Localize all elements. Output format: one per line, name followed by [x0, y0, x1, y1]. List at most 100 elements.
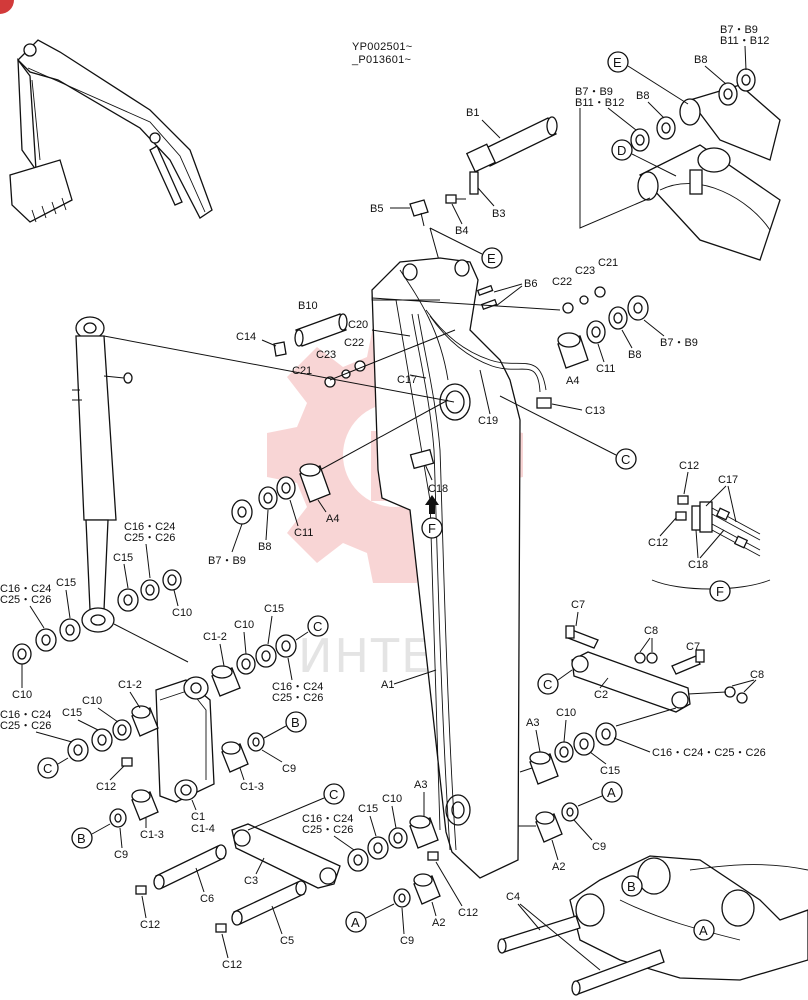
washer-c11-right [586, 320, 606, 344]
bolt-b4 [445, 194, 466, 204]
serial-number-1: YP002501~ [352, 41, 413, 53]
label-c21-left: C21 [292, 365, 312, 377]
link-c2 [571, 651, 691, 713]
callout-c-left-letter: C [43, 761, 52, 776]
label-a1: A1 [381, 679, 394, 691]
label-c17-detail: C17 [718, 474, 738, 486]
bolts-b6 [476, 284, 498, 311]
label-c9-mid: C9 [282, 763, 296, 775]
label-c23-left: C23 [316, 349, 336, 361]
label-c18-detail: C18 [688, 559, 708, 571]
label-c3: C3 [244, 875, 258, 887]
callout-c-right-letter: C [621, 452, 630, 467]
callout-c-left-top-letter: C [313, 619, 322, 634]
label-c11-left: C11 [294, 527, 313, 539]
bushing-a3-right [529, 751, 559, 785]
washer-c15-edge [59, 618, 81, 642]
label-c8-right: C8 [750, 669, 764, 681]
grease-c12-bottom [427, 851, 439, 861]
bolt-c7-mid [671, 649, 705, 675]
callout-a-bottom-left-letter: A [351, 915, 360, 930]
label-b4: B4 [455, 225, 468, 237]
label-c12-left: C12 [96, 781, 116, 793]
arrow-up-icon [425, 495, 439, 514]
label-c10-left: C10 [82, 695, 102, 707]
washer-b7-mid [630, 128, 650, 152]
callout-a-right [601, 781, 623, 803]
callout-c-left [37, 757, 59, 779]
washer-c16-right [595, 722, 617, 746]
label-c1: C1 [191, 811, 205, 823]
bolt-c7-top [565, 625, 599, 649]
callout-a-right-letter: A [607, 785, 616, 800]
boom-a1 [371, 257, 547, 879]
washer-c9-mid [247, 732, 265, 752]
label-c13: C13 [585, 405, 605, 417]
washer-c10-left [112, 719, 132, 741]
label-b5: B5 [370, 203, 383, 215]
label-c16-group-bottom: C16・C24 [302, 813, 353, 825]
label-a2-bottom: A2 [432, 917, 445, 929]
bushing-c1-3-left [131, 789, 159, 821]
label-c19: C19 [478, 415, 498, 427]
washer-c16-mid [275, 634, 297, 658]
washer-b7-top [736, 68, 756, 92]
label-c10-edge: C10 [12, 689, 32, 701]
label-b7-b9-top: B7・B9 [720, 24, 758, 36]
label-c1-2-mid: C1-2 [203, 631, 227, 643]
callout-a-bottom-left [345, 911, 367, 933]
label-b8-right: B8 [628, 349, 641, 361]
serial-number-2: _P013601~ [351, 54, 411, 66]
pin-c6 [135, 844, 227, 895]
label-b7-b9-mid: B7・B9 [575, 86, 613, 98]
label-c16-group-upper: C16・C24 [124, 521, 175, 533]
callout-f-detail-letter: F [716, 584, 724, 599]
callout-b-bracket [621, 875, 643, 897]
callout-f-detail [709, 580, 731, 602]
bushing-a4-left [299, 463, 331, 503]
label-c22-left: C22 [344, 337, 364, 349]
label-c10-right: C10 [556, 707, 576, 719]
washer-c15-left [91, 728, 113, 752]
label-c9-bottom: C9 [400, 935, 414, 947]
part-c21-right [594, 286, 606, 298]
label-c12-c5: C12 [222, 959, 242, 971]
washer-c10-edge [12, 643, 32, 665]
boom-foot-assembly [637, 84, 781, 261]
label-a4-right: A4 [566, 375, 579, 387]
washer-b8-left [258, 486, 278, 510]
boom-cylinder [72, 316, 455, 633]
callout-c-bottom [323, 783, 345, 805]
washer-b8-top [718, 82, 738, 106]
label-c17: C17 [397, 374, 417, 386]
plate-b3 [469, 171, 479, 195]
washer-c15-upper [117, 588, 139, 612]
label-c25-group-bottom: C25・C26 [302, 824, 353, 836]
washer-c16-edge [35, 628, 57, 652]
arm-bracket [569, 855, 808, 981]
callout-e-top [607, 51, 629, 73]
part-c22-right [562, 302, 574, 314]
grease-c12-left [121, 757, 133, 767]
label-c6: C6 [200, 893, 214, 905]
callout-e-mid [481, 247, 503, 269]
excavator-thumbnail [9, 39, 213, 223]
callout-b-left [71, 827, 93, 849]
label-c14: C14 [236, 331, 256, 343]
label-c1-3-left: C1-3 [140, 829, 164, 841]
label-c15-mid: C15 [264, 603, 284, 615]
label-b8-left: B8 [258, 541, 271, 553]
bushing-a3-bottom [409, 815, 439, 849]
label-c25-group-left: C25・C26 [0, 720, 51, 732]
label-c16-group-edge: C16・C24 [0, 583, 51, 595]
label-c7-top: C7 [571, 599, 585, 611]
bushing-a2-right [535, 811, 563, 843]
washer-c9-bottom [393, 888, 411, 908]
washer-c10-mid [236, 653, 256, 675]
washer-c9-right [561, 802, 579, 822]
pin-b10 [294, 313, 348, 347]
label-c15-bottom: C15 [358, 803, 378, 815]
bushing-c1-2-left [131, 705, 159, 737]
part-c23-right [579, 295, 589, 305]
